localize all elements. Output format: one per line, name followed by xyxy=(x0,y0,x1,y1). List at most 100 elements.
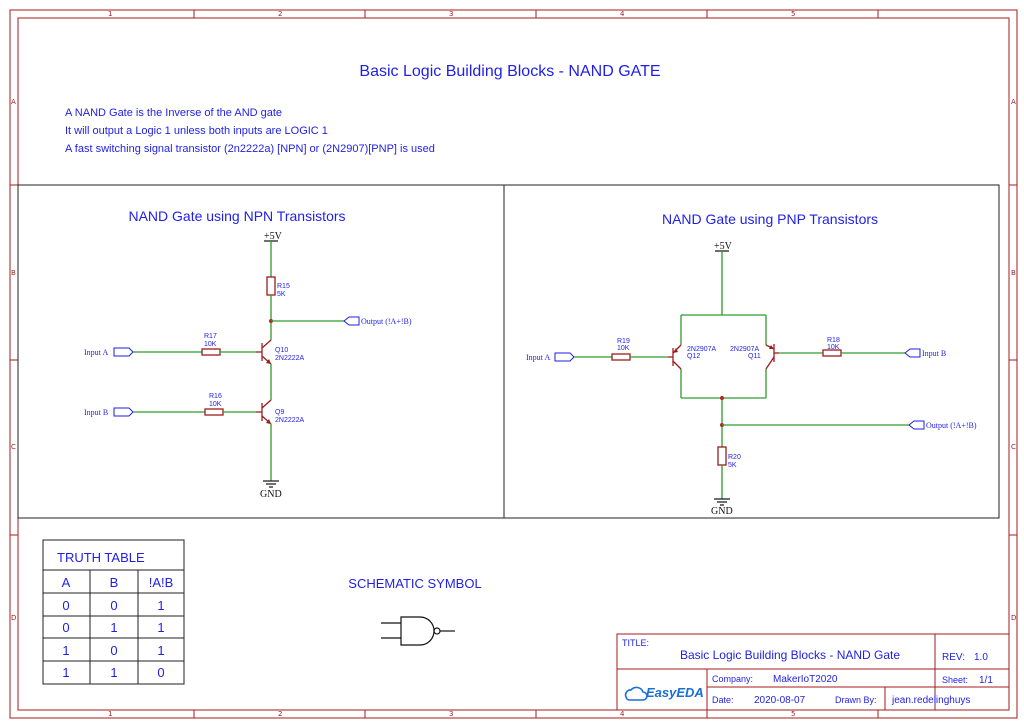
sheet-value: 1/1 xyxy=(979,675,993,686)
column-label-bottom: 2 xyxy=(278,710,282,718)
date-value: 2020-08-07 xyxy=(754,695,806,706)
page-title: Basic Logic Building Blocks - NAND GATE xyxy=(359,63,660,80)
row-label-right: C xyxy=(1011,443,1016,451)
pnp-output-port xyxy=(908,420,925,430)
truth-table-cell: 1 xyxy=(62,643,69,658)
frame-column-labels: 1 2 3 4 5 1 2 3 4 5 xyxy=(108,10,795,718)
frame-row-labels: A B C D A B C D xyxy=(11,98,1016,622)
truth-table-cell: 0 xyxy=(157,665,164,680)
npn-q9-ref: Q9 xyxy=(275,409,284,416)
npn-panel-title: NAND Gate using NPN Transistors xyxy=(128,208,345,224)
npn-r16-ref: R16 xyxy=(209,393,222,400)
truth-table-cell: 1 xyxy=(110,665,117,680)
pnp-r20-ref: R20 xyxy=(728,454,741,461)
npn-r15-resistor xyxy=(266,276,276,296)
rev-value: 1.0 xyxy=(974,652,988,663)
schematic-symbol-label: SCHEMATIC SYMBOL xyxy=(348,576,481,591)
pnp-r18-ref: R18 xyxy=(827,337,840,344)
pnp-q11-part: 2N2907A xyxy=(730,346,760,353)
npn-r17-ref: R17 xyxy=(204,333,217,340)
row-label-left: A xyxy=(11,98,16,106)
pnp-r20-resistor xyxy=(717,446,727,466)
company-value: MakerIoT2020 xyxy=(773,674,838,685)
truth-table-cell: 0 xyxy=(110,598,117,613)
row-label-left: B xyxy=(11,269,16,277)
drawn-by-value: jean.redelinghuys xyxy=(891,695,970,706)
pnp-r19-resistor xyxy=(611,353,631,361)
npn-q10-part: 2N2222A xyxy=(275,355,305,362)
pnp-input-b-label: Input B xyxy=(922,349,946,358)
rev-label: REV: xyxy=(942,652,965,663)
column-label-bottom: 3 xyxy=(449,710,453,718)
column-label-top: 5 xyxy=(791,10,795,18)
truth-table: TRUTH TABLE A B !A!B 0 0 1 0 1 1 1 0 1 1… xyxy=(42,539,185,685)
truth-table-cell: 0 xyxy=(110,643,117,658)
description-line: It will output a Logic 1 unless both inp… xyxy=(65,125,328,137)
row-label-right: A xyxy=(1011,98,1016,106)
truth-table-cell: 1 xyxy=(110,620,117,635)
pnp-q11-ref: Q11 xyxy=(748,353,761,360)
pnp-r19-value: 10K xyxy=(617,345,630,352)
truth-table-cell: 1 xyxy=(157,620,164,635)
npn-r16-value: 10K xyxy=(209,401,222,408)
truth-table-header: !A!B xyxy=(149,575,174,590)
easyeda-cloud-icon xyxy=(624,686,648,701)
npn-r17-resistor xyxy=(201,348,221,356)
column-label-top: 3 xyxy=(449,10,453,18)
npn-input-b-label: Input B xyxy=(84,408,108,417)
description-line: A fast switching signal transistor (2n22… xyxy=(65,143,435,155)
pnp-r18-value: 10K xyxy=(827,344,840,351)
nand-gate-symbol xyxy=(381,616,455,646)
easyeda-logo-text: EasyEDA xyxy=(646,685,704,700)
npn-q10-ref: Q10 xyxy=(275,347,288,354)
pnp-q11-transistor xyxy=(765,344,779,370)
column-label-bottom: 1 xyxy=(108,710,112,718)
npn-output-label: Output (!A+!B) xyxy=(361,317,412,326)
pnp-vcc-label: +5V xyxy=(714,241,733,252)
pnp-gnd-label: GND xyxy=(711,506,733,517)
npn-r17-value: 10K xyxy=(204,341,217,348)
date-label: Date: xyxy=(712,695,734,705)
pnp-input-b-port xyxy=(904,348,921,358)
junction-dot xyxy=(720,396,724,400)
pnp-q12-ref: Q12 xyxy=(687,353,700,360)
title-label: TITLE: xyxy=(622,638,649,648)
column-label-top: 2 xyxy=(278,10,282,18)
drawn-by-label: Drawn By: xyxy=(835,695,877,705)
pnp-output-label: Output (!A+!B) xyxy=(926,421,977,430)
npn-r16-resistor xyxy=(204,408,224,416)
truth-table-cell: 1 xyxy=(157,598,164,613)
pnp-r20-value: 5K xyxy=(728,462,737,469)
npn-vcc-label: +5V xyxy=(264,231,283,242)
pnp-q12-transistor xyxy=(668,344,682,370)
truth-table-cell: 1 xyxy=(62,665,69,680)
description-line: A NAND Gate is the Inverse of the AND ga… xyxy=(65,107,282,119)
title-block-title: Basic Logic Building Blocks - NAND Gate xyxy=(680,648,900,662)
truth-table-cell: 1 xyxy=(157,643,164,658)
npn-q9-part: 2N2222A xyxy=(275,417,305,424)
npn-input-a-label: Input A xyxy=(84,348,108,357)
npn-gnd-label: GND xyxy=(260,489,282,500)
npn-r15-value: 5K xyxy=(277,291,286,298)
pnp-panel: NAND Gate using PNP Transistors +5V Outp… xyxy=(503,184,1000,519)
column-label-top: 1 xyxy=(108,10,112,18)
truth-table-cell: 0 xyxy=(62,598,69,613)
column-label-bottom: 4 xyxy=(620,710,625,718)
pnp-r19-ref: R19 xyxy=(617,338,630,345)
truth-table-header: A xyxy=(62,575,71,590)
column-label-top: 4 xyxy=(620,10,625,18)
npn-panel: NAND Gate using NPN Transistors +5V R15 … xyxy=(17,184,505,519)
pnp-q12-part: 2N2907A xyxy=(687,346,717,353)
pnp-ground-symbol xyxy=(714,498,730,506)
row-label-right: B xyxy=(1011,269,1016,277)
pnp-panel-title: NAND Gate using PNP Transistors xyxy=(662,211,878,227)
npn-ground-symbol xyxy=(263,480,279,488)
pnp-input-a-label: Input A xyxy=(526,353,550,362)
column-label-bottom: 5 xyxy=(791,710,795,718)
truth-table-header: B xyxy=(110,575,119,590)
npn-r15-ref: R15 xyxy=(277,283,290,290)
row-label-right: D xyxy=(1011,614,1016,622)
truth-table-title: TRUTH TABLE xyxy=(57,550,145,565)
sheet-label: Sheet: xyxy=(942,675,968,685)
